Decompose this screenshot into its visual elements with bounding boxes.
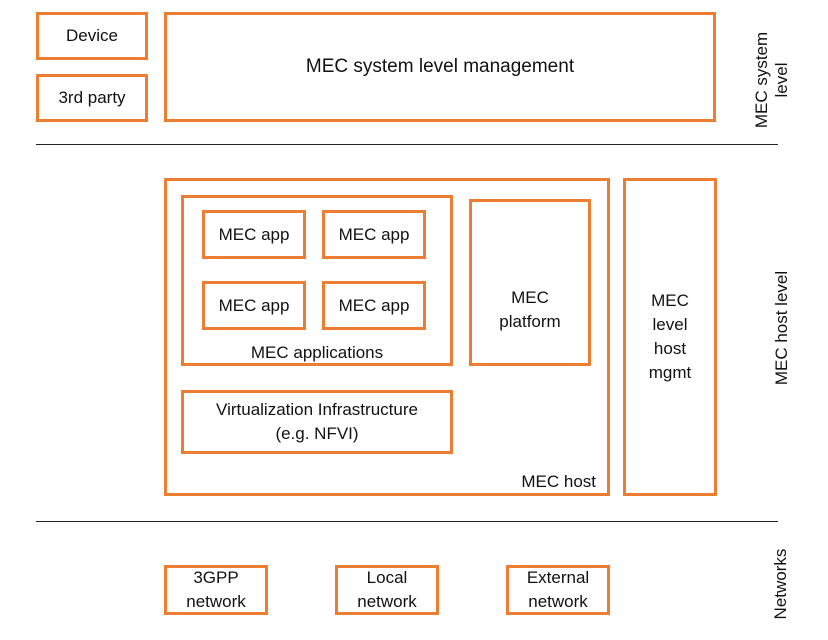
- mec-app-label: MEC app: [338, 295, 410, 315]
- level-label-networks: Networks: [771, 548, 790, 620]
- network-label: External network: [526, 568, 590, 611]
- third-party-label: 3rd party: [58, 88, 126, 107]
- mec-host-mgmt-box: MEC level host mgmt: [623, 178, 717, 496]
- device-label: Device: [66, 26, 118, 45]
- device-box: Device: [36, 12, 148, 60]
- third-party-box: 3rd party: [36, 74, 148, 122]
- separator-system-host: [36, 144, 778, 145]
- mec-applications-label: MEC applications: [250, 343, 384, 362]
- network-box-3gpp: 3GPP network: [164, 565, 268, 615]
- mec-app-label: MEC app: [338, 224, 410, 244]
- network-box-local: Local network: [335, 565, 439, 615]
- separator-host-networks: [36, 521, 778, 522]
- level-label-host: MEC host level: [772, 270, 791, 386]
- mec-app-box-4: MEC app: [322, 281, 426, 330]
- mec-platform-box: MEC platform: [469, 199, 591, 366]
- mec-host-label: MEC host: [521, 472, 596, 491]
- system-level-management-label: MEC system level management: [305, 56, 575, 77]
- mec-host-mgmt-label: MEC level host mgmt: [648, 291, 692, 382]
- level-label-system: MEC system level: [752, 31, 791, 129]
- mec-app-label: MEC app: [218, 224, 290, 244]
- mec-app-box-1: MEC app: [202, 210, 306, 259]
- mec-app-label: MEC app: [218, 295, 290, 315]
- mec-app-box-2: MEC app: [322, 210, 426, 259]
- virtualization-infrastructure-box: Virtualization Infrastructure (e.g. NFVI…: [181, 390, 453, 454]
- system-level-management-box: MEC system level management: [164, 12, 716, 122]
- network-label: Local network: [357, 568, 417, 611]
- mec-app-box-3: MEC app: [202, 281, 306, 330]
- mec-platform-label: MEC platform: [499, 288, 561, 331]
- network-box-external: External network: [506, 565, 610, 615]
- network-label: 3GPP network: [186, 568, 246, 611]
- virtualization-infrastructure-label: Virtualization Infrastructure (e.g. NFVI…: [216, 400, 418, 443]
